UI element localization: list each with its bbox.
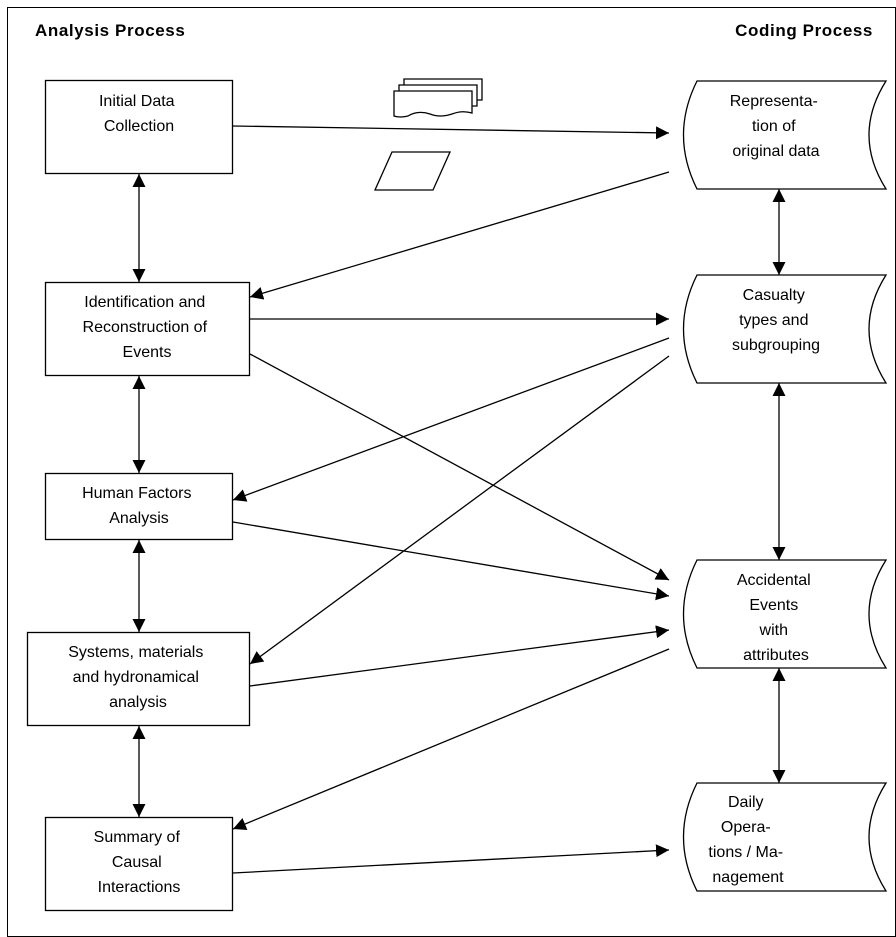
process-box-summary-causal-interactions: Summary of Causal Interactions [44,816,234,912]
box-initial-data-collection-text: Initial Data Collection [99,93,179,135]
data-store-accidental-events-attributes: Accidental Events with attributes [682,559,888,669]
connector-identification-reconstruction-to-accidental-events-attributes [249,353,670,581]
connector-initial-data-collection-to-representation-original-data [232,125,670,140]
analysis-process-header: Analysis Process [35,21,185,40]
process-box-initial-data-collection: Initial Data Collection [44,79,234,175]
store-daily-operations-management-text: Daily Opera- tions / Ma- nagement [708,794,787,886]
process-box-identification-reconstruction: Identification and Reconstruction of Eve… [44,281,251,377]
data-store-representation-original-data: Representa- tion of original data [682,80,888,190]
data-store-casualty-types-subgrouping: Casualty types and subgrouping [682,274,888,384]
connector-systems-materials-hydronamical-to-accidental-events-attributes [249,625,670,687]
parallelogram-input-icon [373,151,452,191]
box-summary-causal-interactions-text: Summary of Causal Interactions [94,829,185,896]
connections-group [132,125,786,874]
store-casualty-types-subgrouping-text: Casualty types and subgrouping [732,287,820,354]
store-accidental-events-attributes-text: Accidental Events with attributes [737,572,815,664]
connector-casualty-types-subgrouping-to-systems-materials-hydronamical [249,355,670,665]
process-box-systems-materials-hydronamical: Systems, materials and hydronamical anal… [26,631,251,727]
connector-human-factors-analysis-to-accidental-events-attributes [232,521,670,601]
connector-accidental-events-attributes-to-summary-causal-interactions [232,648,670,831]
box-identification-reconstruction-text: Identification and Reconstruction of Eve… [83,294,212,361]
box-human-factors-analysis-text: Human Factors Analysis [82,485,196,527]
store-representation-original-data-text: Representa- tion of original data [730,93,823,160]
document-stack-icon [393,78,483,118]
box-systems-materials-hydronamical-text: Systems, materials and hydronamical anal… [68,644,208,711]
process-box-human-factors-analysis: Human Factors Analysis [44,472,234,541]
data-store-daily-operations-management: Daily Opera- tions / Ma- nagement [682,782,888,892]
connector-casualty-types-subgrouping-to-human-factors-analysis [232,337,670,502]
connector-representation-original-data-to-identification-reconstruction [249,171,670,300]
connector-summary-causal-interactions-to-daily-operations-management [232,844,670,874]
coding-process-header: Coding Process [735,21,873,40]
